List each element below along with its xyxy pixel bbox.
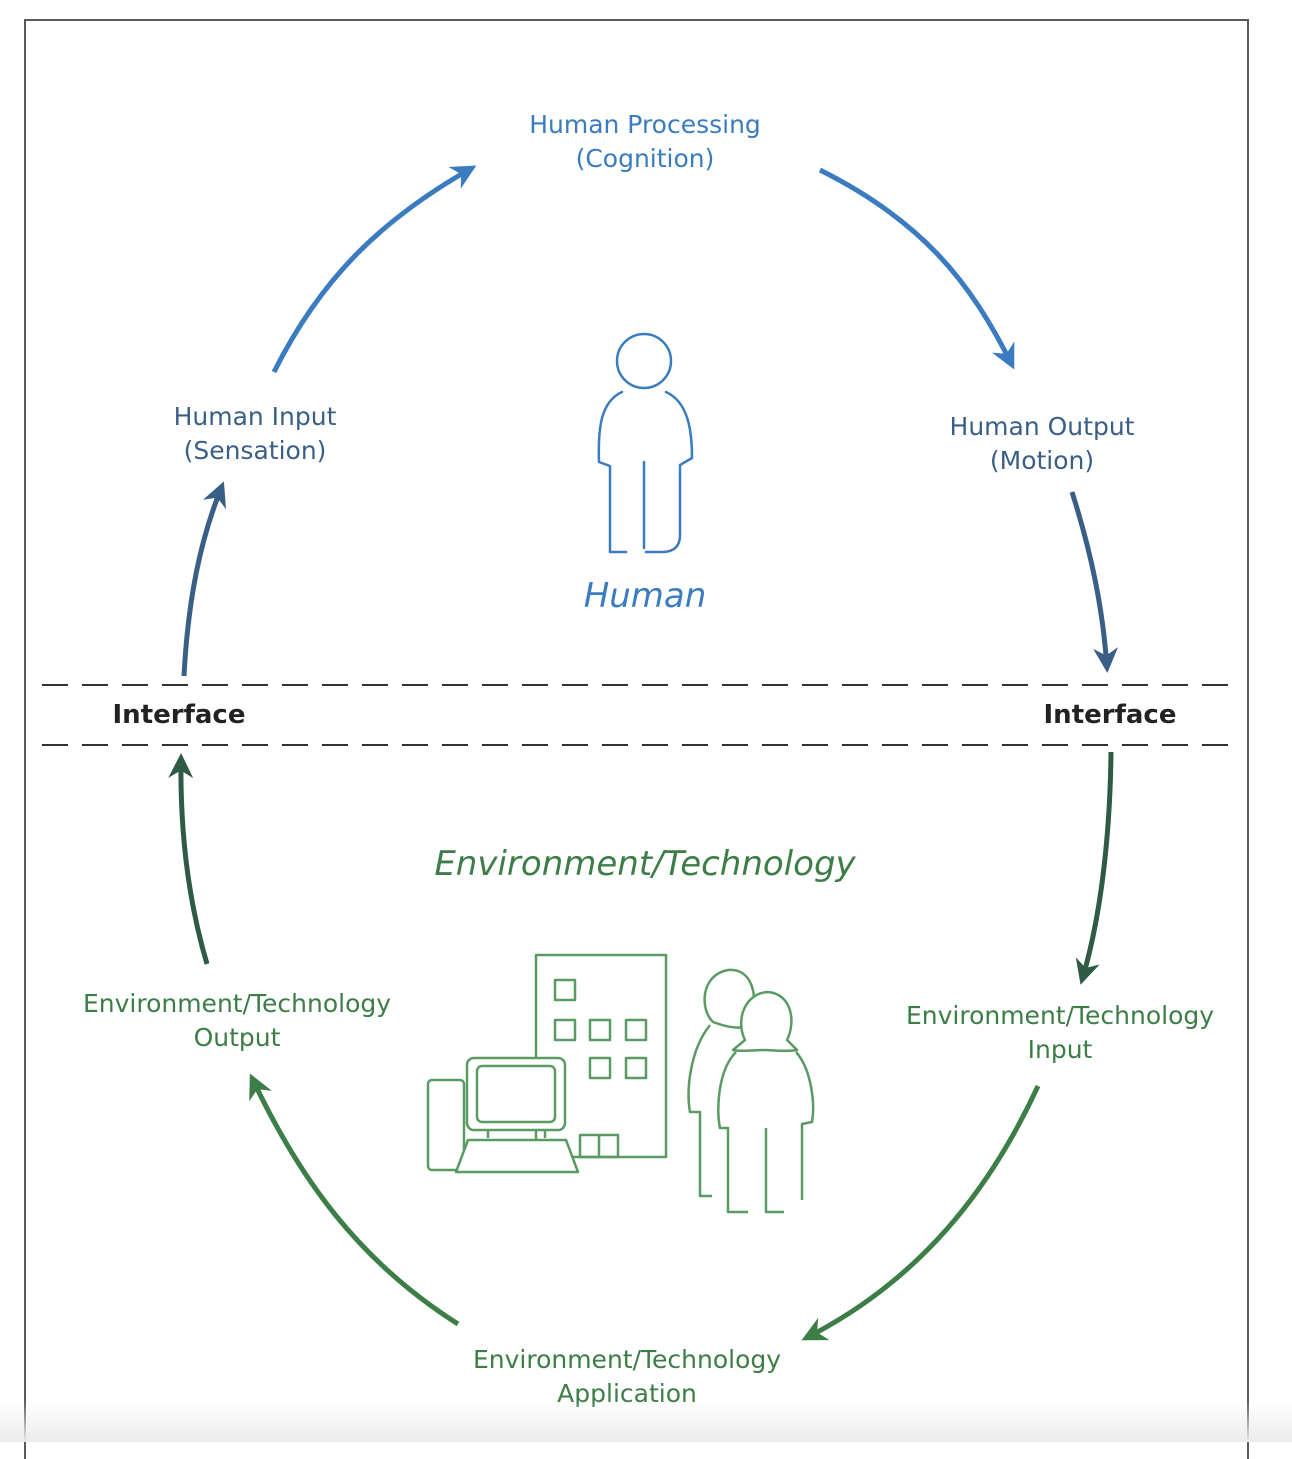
arrow-input-to-processing bbox=[271, 165, 477, 374]
arrow-output-to-interface bbox=[1069, 491, 1119, 673]
node-human-output-line1: Human Output bbox=[949, 412, 1135, 441]
arrow-env-output-to-interface bbox=[168, 753, 210, 965]
region-human-label: Human bbox=[583, 576, 707, 616]
arrow-interface-to-human-input bbox=[181, 481, 227, 677]
node-human-input-line1: Human Input bbox=[173, 402, 337, 431]
diagram-frame bbox=[24, 19, 1249, 1459]
arrow-application-to-env-output bbox=[249, 1073, 460, 1327]
node-human-input-line2: (Sensation) bbox=[183, 436, 327, 465]
interface-label-left: Interface bbox=[112, 700, 246, 730]
arrow-env-input-to-application bbox=[801, 1084, 1041, 1341]
bottom-shadow bbox=[0, 1400, 1292, 1442]
node-human-output-line2: (Motion) bbox=[989, 446, 1095, 475]
node-env-input-line1: Environment/Technology bbox=[905, 1001, 1215, 1030]
person-outline-icon bbox=[597, 332, 694, 554]
node-human-input: Human Input (Sensation) bbox=[174, 400, 337, 468]
region-environment-label: Environment/Technology bbox=[434, 844, 856, 884]
node-human-output: Human Output (Motion) bbox=[950, 410, 1135, 478]
node-env-input: Environment/Technology Input bbox=[906, 999, 1214, 1067]
node-env-input-line2: Input bbox=[1027, 1035, 1093, 1064]
arrow-interface-to-env-input bbox=[1075, 751, 1114, 985]
building-computer-people-icon bbox=[426, 953, 815, 1214]
node-env-output-line2: Output bbox=[193, 1023, 281, 1052]
node-env-output-line1: Environment/Technology bbox=[82, 989, 392, 1018]
interface-label-right: Interface bbox=[1043, 700, 1177, 730]
node-human-processing: Human Processing (Cognition) bbox=[529, 108, 761, 176]
node-human-processing-line2: (Cognition) bbox=[575, 144, 715, 173]
node-env-output: Environment/Technology Output bbox=[83, 987, 391, 1055]
node-human-processing-line1: Human Processing bbox=[529, 110, 761, 139]
node-env-application-line1: Environment/Technology bbox=[472, 1345, 782, 1374]
arrow-processing-to-output bbox=[818, 167, 1015, 370]
